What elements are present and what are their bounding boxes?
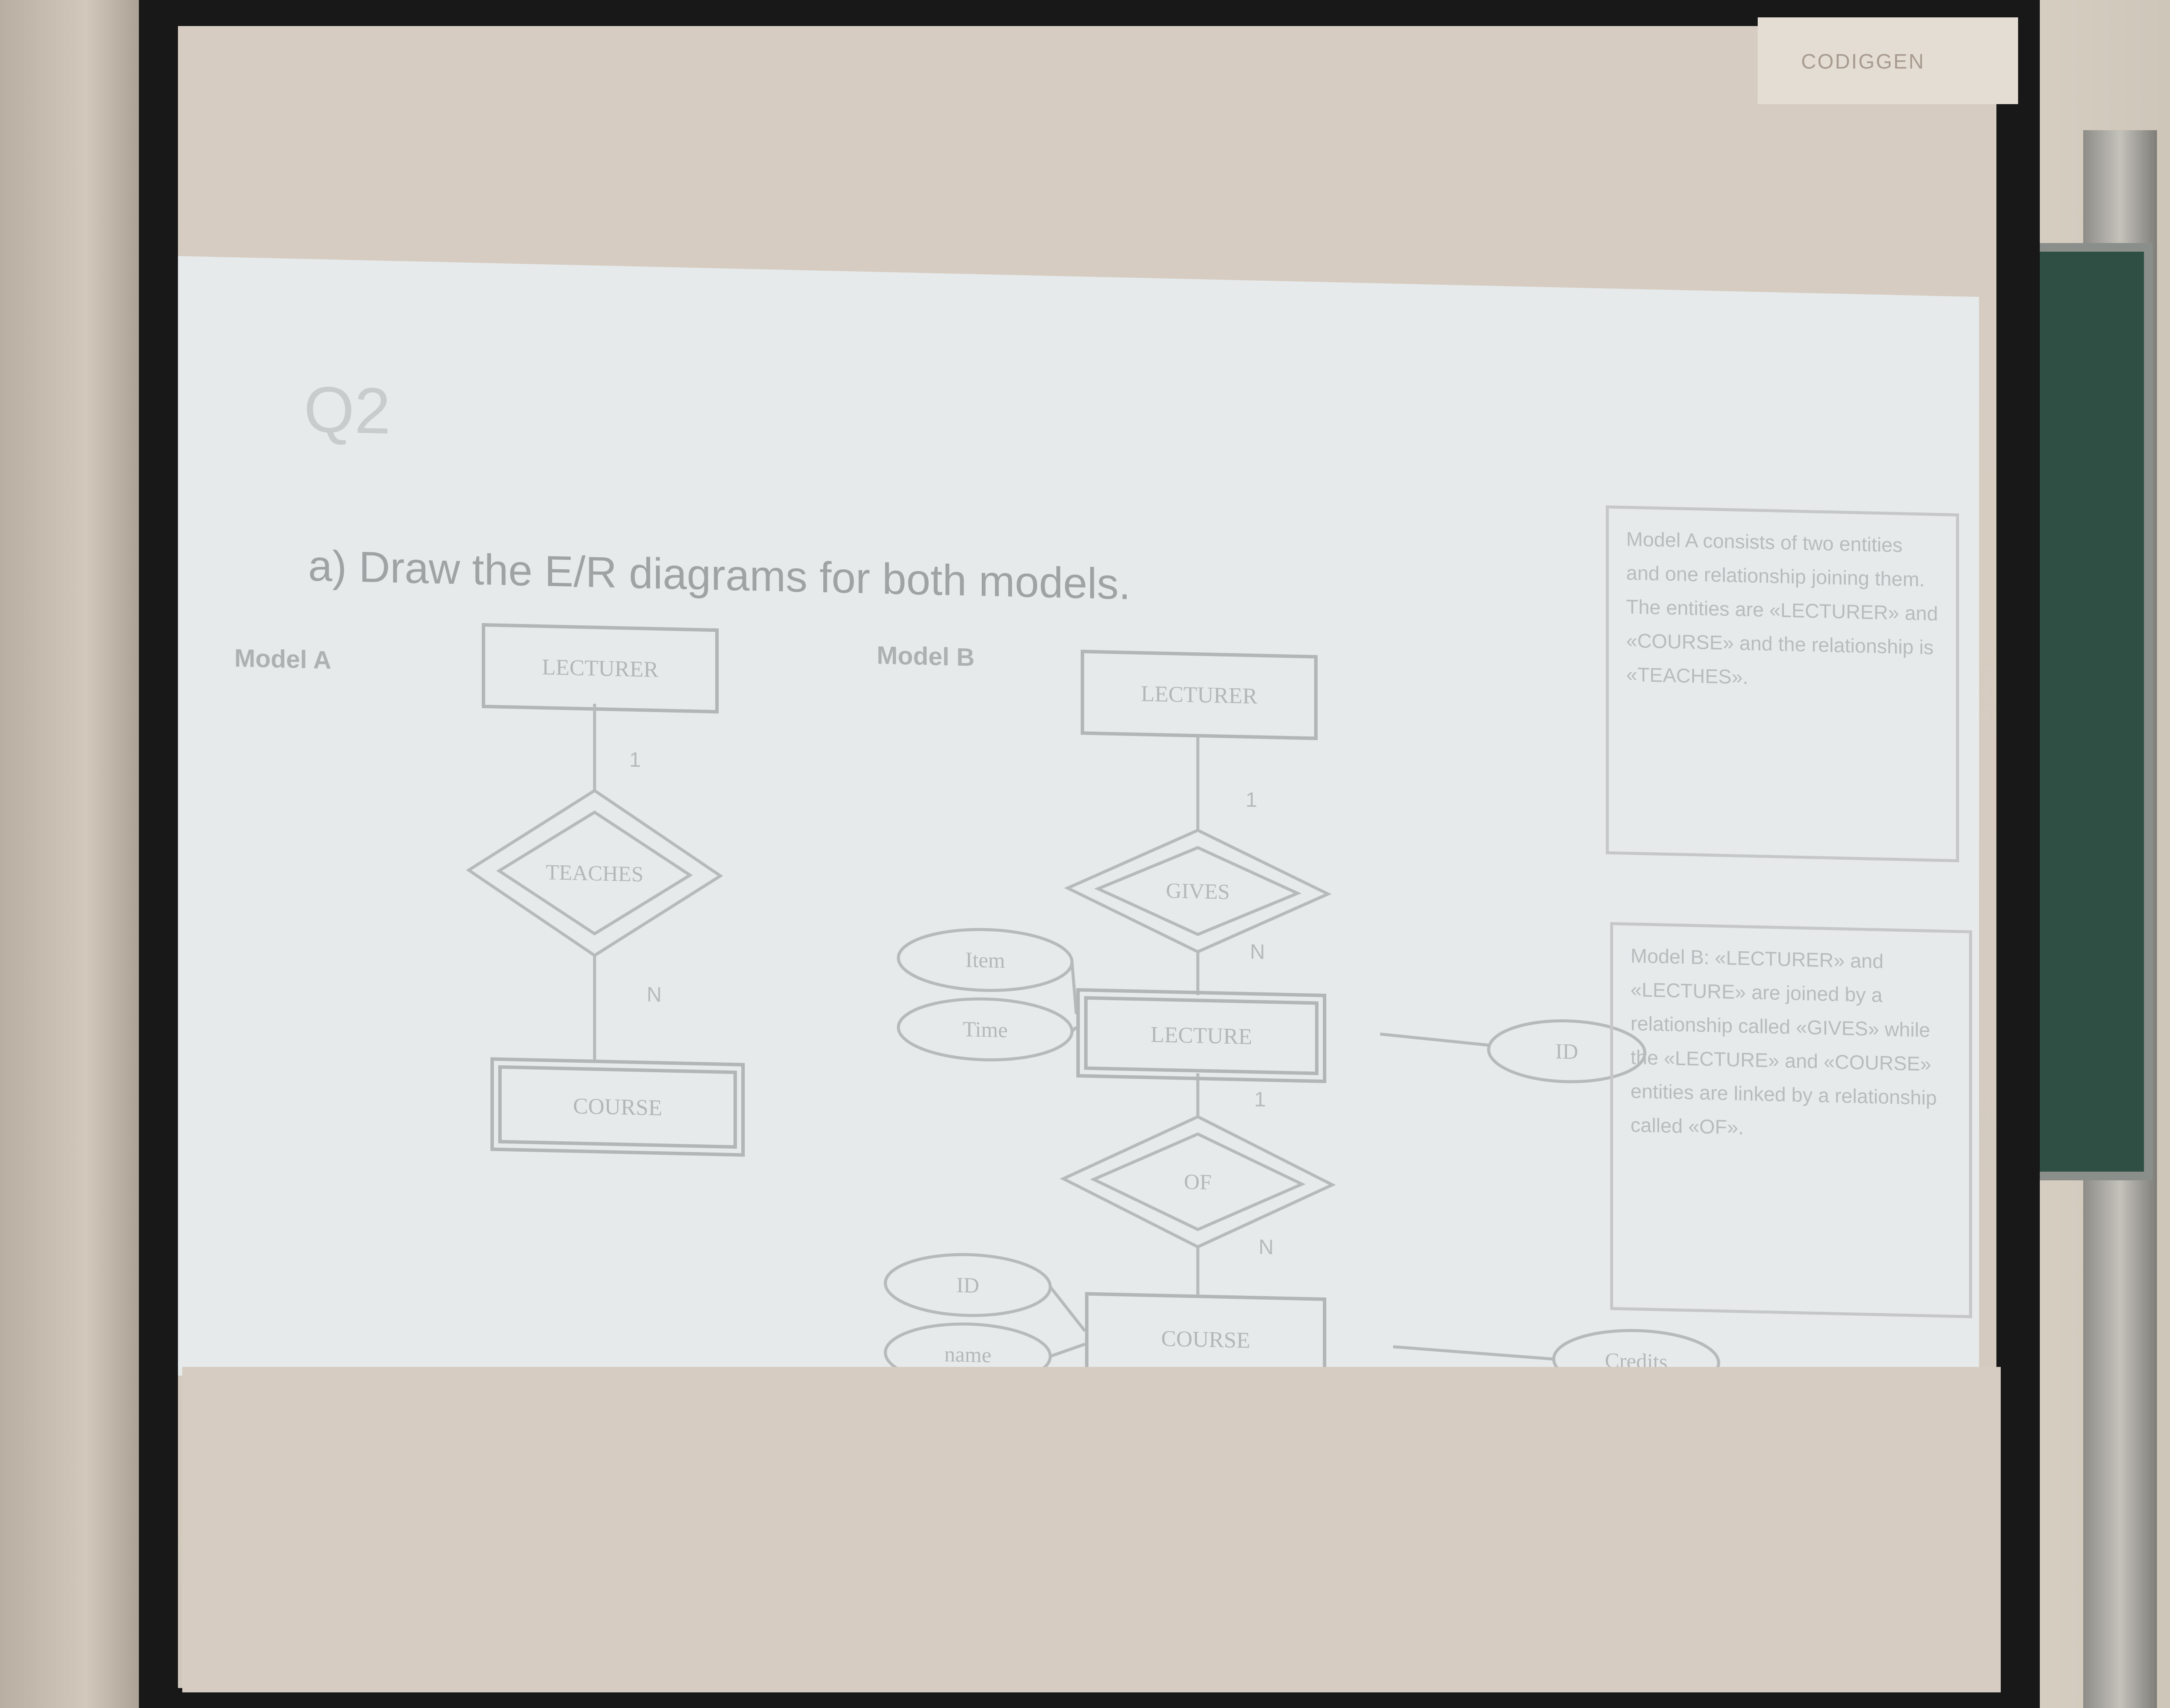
er-connectors xyxy=(466,703,1720,1393)
note-model-a: Model A consists of two entities and one… xyxy=(1606,505,1959,863)
screen-housing xyxy=(1758,17,2018,104)
screen-brand-label: CODIGGEN xyxy=(1801,50,1925,73)
model-b-lecture-attr-item: Item xyxy=(965,947,1005,973)
screen-lower-area xyxy=(182,1367,2001,1692)
model-a-rel-teaches: TEACHES xyxy=(546,860,644,887)
model-b-rel-of: OF xyxy=(1184,1169,1212,1195)
model-a-entity-course: COURSE xyxy=(490,1057,745,1157)
note-model-b: Model B: «LECTURER» and «LECTURE» are jo… xyxy=(1610,922,1972,1318)
model-b-entity-lecture: LECTURE xyxy=(1076,988,1326,1084)
model-b-card-of-bottom: N xyxy=(1259,1235,1274,1259)
model-b-label: Model B xyxy=(877,641,975,672)
model-b-course-attr-id: ID xyxy=(956,1272,980,1297)
model-a-card-bottom: N xyxy=(647,983,662,1007)
model-a-card-top: 1 xyxy=(629,748,641,772)
model-b-card-of-top: 1 xyxy=(1254,1088,1266,1111)
model-b-card-gives-top: 1 xyxy=(1246,788,1257,812)
wall-pillar xyxy=(0,0,143,1708)
model-b-course-attr-name: name xyxy=(944,1342,992,1367)
model-b-lecture-attr-time: Time xyxy=(963,1017,1008,1042)
model-b-card-gives-bottom: N xyxy=(1250,940,1265,964)
projected-slide: Q2 a) Draw the E/R diagrams for both mod… xyxy=(178,256,1979,1417)
model-b-rel-gives: GIVES xyxy=(1166,878,1230,904)
model-b-entity-lecturer: LECTURER xyxy=(1081,650,1318,740)
